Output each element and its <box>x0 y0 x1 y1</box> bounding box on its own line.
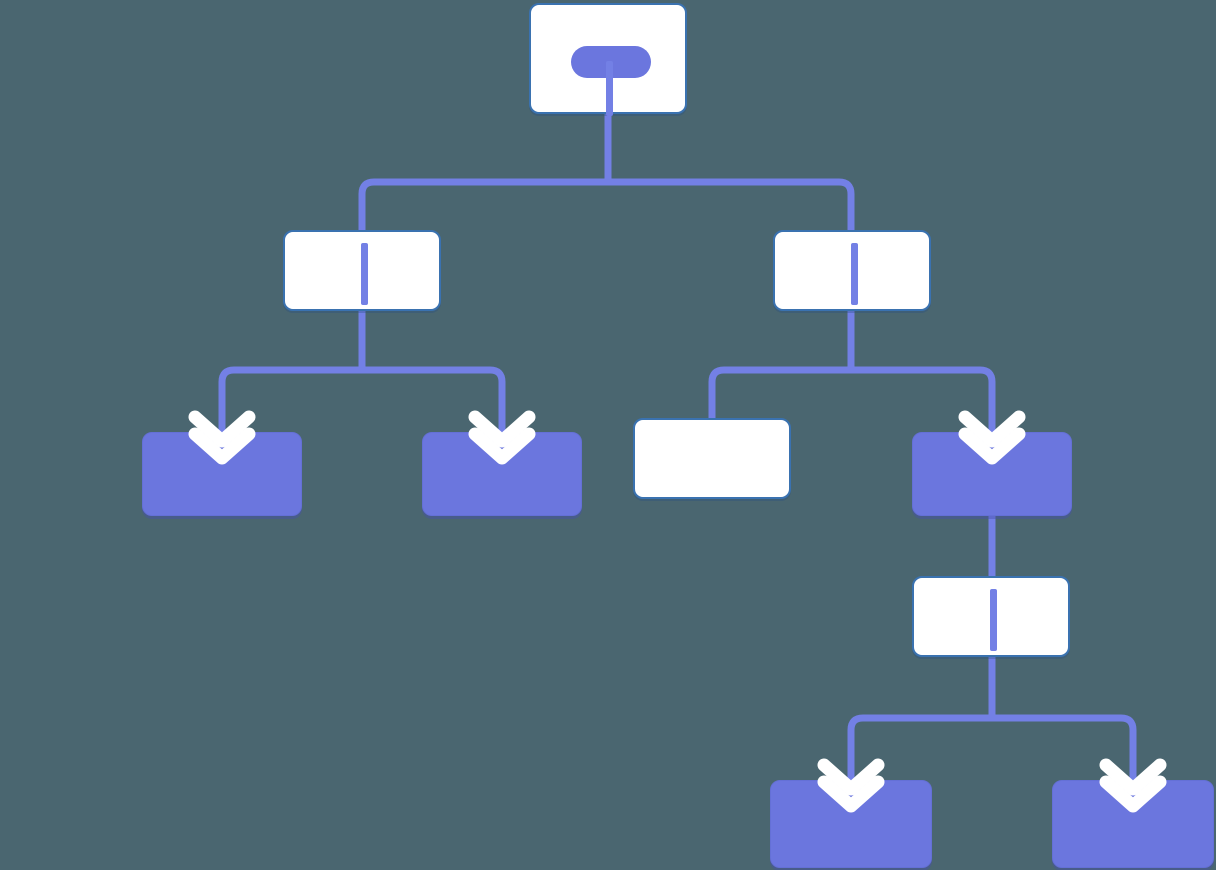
edge-bus1-left <box>358 178 608 230</box>
leaf-node-a[interactable] <box>142 432 302 516</box>
level3-white-node[interactable] <box>912 576 1070 657</box>
level2-white-node[interactable] <box>633 418 791 499</box>
edge-bus4-right <box>992 714 1137 784</box>
level1-right-node[interactable] <box>773 230 931 311</box>
node-pass-through-line <box>361 243 368 305</box>
leaf-node-e[interactable] <box>770 780 932 868</box>
edge-bus1-right <box>608 178 855 230</box>
root-node[interactable] <box>529 3 687 116</box>
node-pass-through-line <box>851 243 858 305</box>
edge-bus2-left <box>218 366 362 436</box>
edge-bus3-left <box>708 366 851 420</box>
level1-left-node[interactable] <box>283 230 441 311</box>
leaf-node-f[interactable] <box>1052 780 1214 868</box>
edge-bus2-right <box>362 366 506 436</box>
leaf-node-b[interactable] <box>422 432 582 516</box>
edge-bus3-right <box>851 366 996 436</box>
node-pass-through-line <box>606 61 613 116</box>
edge-bus4-left <box>847 714 992 784</box>
branch-node-d[interactable] <box>912 432 1072 516</box>
node-pass-through-line <box>990 589 997 651</box>
